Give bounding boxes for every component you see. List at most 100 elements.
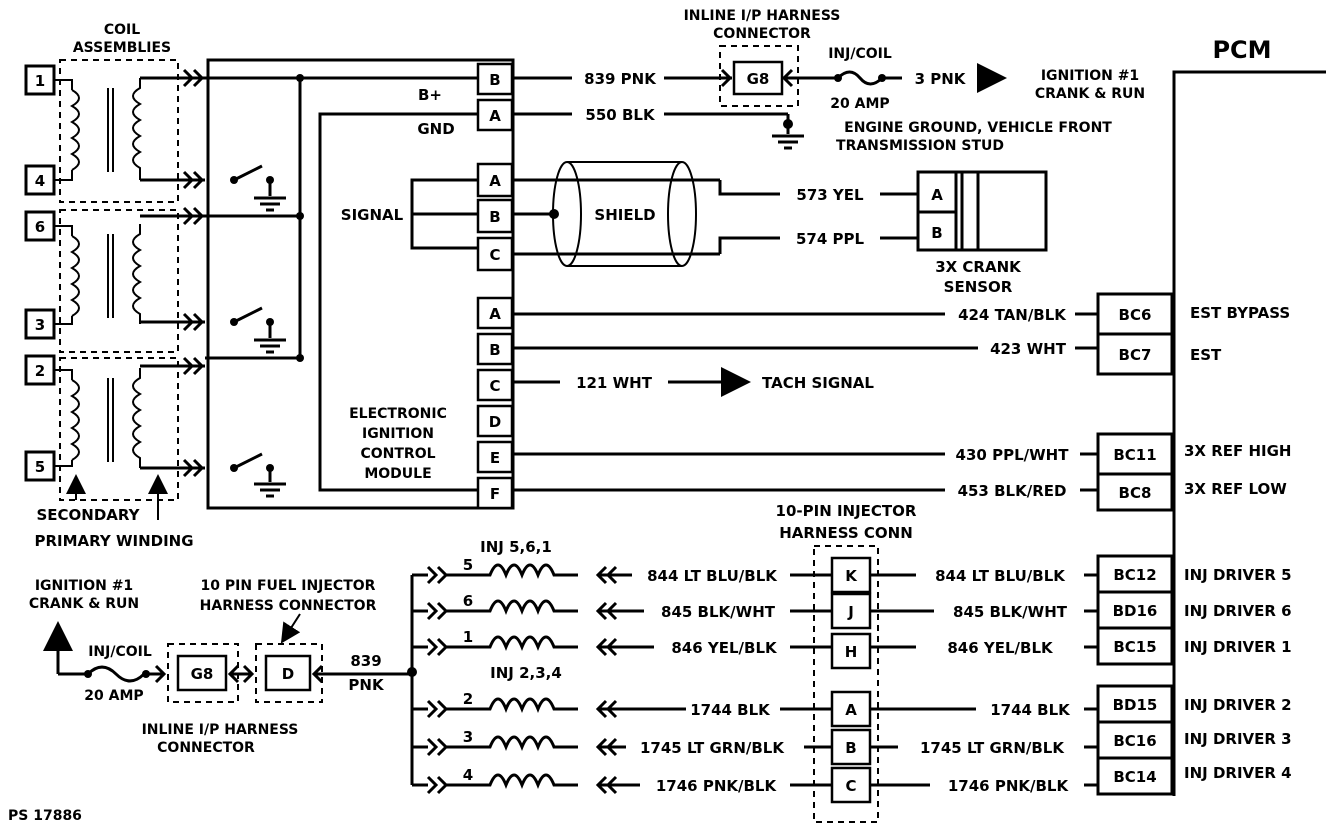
pcm-pin-bc11: BC11 (1113, 446, 1156, 464)
signal-label: SIGNAL (341, 206, 404, 224)
pcm-pin-bd16: BD16 (1113, 602, 1158, 620)
pcm-outline (1172, 70, 1326, 796)
ignition-top-1: IGNITION #1 (1041, 68, 1139, 84)
inline-harness-title-2: CONNECTOR (713, 26, 811, 42)
module-internals (205, 74, 478, 498)
coil-num-6: 6 (35, 218, 45, 236)
fuel-inline-label-1: INLINE I/P HARNESS (142, 722, 299, 738)
pcm-wire-1746: 1746 PNK/BLK (948, 777, 1070, 795)
coil-num-1: 1 (35, 72, 45, 90)
gnd-label: GND (417, 120, 454, 138)
pcm-label-inj4: INJ DRIVER 4 (1184, 764, 1292, 782)
inj-conn-pin-c: C (845, 777, 856, 795)
wire-550-label: 550 BLK (585, 106, 656, 124)
harness-pin-g8: G8 (747, 70, 770, 88)
pcm-label-inj3: INJ DRIVER 3 (1184, 730, 1292, 748)
inj-conn-pin-k: K (845, 567, 858, 585)
fuel-pin-g8: G8 (191, 665, 214, 683)
module-pin-b: B (489, 71, 500, 89)
injector-numbers: 5 6 1 2 3 4 (463, 556, 473, 784)
wire-423-label: 423 WHT (990, 340, 1067, 358)
ignition-top-2: CRANK & RUN (1035, 86, 1145, 102)
fuse-top-label-2: 20 AMP (830, 96, 889, 112)
injector-conn-dashed-box (813, 545, 879, 823)
fuel-conn-dashed-box (255, 643, 323, 703)
conn-to-pcm-wires (870, 573, 1098, 787)
primary-winding-label: PRIMARY WINDING (34, 532, 193, 550)
fuel-conn-label-2: HARNESS CONNECTOR (200, 598, 377, 614)
shield-label: SHIELD (594, 206, 655, 224)
pcm-pin-labels: EST BYPASS EST 3X REF HIGH 3X REF LOW IN… (1184, 304, 1292, 782)
wire-453-label: 453 BLK/RED (958, 482, 1067, 500)
pcm-pin-bc14: BC14 (1113, 768, 1156, 786)
coil-group-1 (59, 59, 179, 203)
inj-wire-1746: 1746 PNK/BLK (656, 777, 778, 795)
inj-num-5: 5 (463, 556, 473, 574)
coil-windings (54, 78, 143, 468)
inj-wire-844: 844 LT BLU/BLK (647, 567, 778, 585)
module-output-wires (512, 312, 1098, 492)
ground-label-1: ENGINE GROUND, VEHICLE FRONT (844, 120, 1112, 136)
out-pin-b: B (489, 341, 500, 359)
pcm-label-inj2: INJ DRIVER 2 (1184, 696, 1292, 714)
out-pin-e: E (490, 449, 500, 467)
inj-conn-pin-a: A (845, 701, 857, 719)
pcm-label-est-bypass: EST BYPASS (1190, 304, 1290, 322)
inj-num-1: 1 (463, 628, 473, 646)
pcm-label-inj5: INJ DRIVER 5 (1184, 566, 1292, 584)
inj-num-4: 4 (463, 766, 473, 784)
injector-conn-title-1: 10-PIN INJECTOR (776, 502, 917, 520)
inj-conn-pin-b: B (845, 739, 856, 757)
injector-conn-title-2: HARNESS CONN (779, 524, 913, 542)
fuel-wire-pnk: PNK (348, 676, 385, 694)
coil-num-2: 2 (35, 362, 45, 380)
pcm-wire-1744: 1744 BLK (990, 701, 1071, 719)
pcm-pin-bc7: BC7 (1119, 346, 1152, 364)
pcm-title: PCM (1212, 36, 1271, 64)
shield-cable (512, 161, 780, 267)
bplus-label: B+ (418, 86, 442, 104)
inj-conn-pin-h: H (845, 643, 858, 661)
pcm-wire-844: 844 LT BLU/BLK (935, 567, 1066, 585)
inj-num-3: 3 (463, 728, 473, 746)
wire-430-label: 430 PPL/WHT (956, 446, 1070, 464)
module-name-1: ELECTRONIC (349, 406, 447, 422)
inline-harness-dashed-box (719, 45, 799, 107)
injector-coils (407, 563, 686, 795)
ground-label-2: TRANSMISSION STUD (836, 138, 1004, 154)
pcm-wire-846: 846 YEL/BLK (947, 639, 1054, 657)
winding-labels: SECONDARY PRIMARY WINDING (34, 474, 194, 550)
coil-group-2 (59, 209, 179, 353)
fuel-feed-wiring (43, 613, 412, 692)
fuel-inline-label-2: CONNECTOR (157, 740, 255, 756)
ignition-control-module (206, 58, 515, 510)
inj-wire-845: 845 BLK/WHT (661, 603, 776, 621)
fuel-wire-839: 839 (350, 652, 381, 670)
pcm-pins: BC6 BC7 BC11 BC8 BC12 BD16 BC15 BD15 BC1… (1096, 292, 1174, 796)
injector-conn-pins: K J H A B C (830, 556, 872, 804)
pcm-pin-bd15: BD15 (1113, 696, 1158, 714)
pcm-label-3x-ref-high: 3X REF HIGH (1184, 442, 1292, 460)
secondary-label: SECONDARY (36, 506, 140, 524)
sensor-label-2: SENSOR (944, 278, 1013, 296)
inj-wire-846: 846 YEL/BLK (671, 639, 778, 657)
pcm-label-est: EST (1190, 346, 1222, 364)
inj-group2-label: INJ 2,3,4 (490, 664, 562, 682)
inj-num-6: 6 (463, 592, 473, 610)
out-pin-a: A (489, 305, 501, 323)
fuel-ign-label-2: CRANK & RUN (29, 596, 139, 612)
out-pin-d: D (489, 413, 501, 431)
sensor-label-1: 3X CRANK (935, 258, 1022, 276)
coil-num-3: 3 (35, 316, 45, 334)
fuel-fuse-label-1: INJ/COIL (88, 644, 152, 660)
coil-number-boxes: 1 4 6 3 2 5 (24, 64, 56, 482)
module-name-4: MODULE (364, 466, 431, 482)
signal-pin-b: B (489, 208, 500, 226)
pcm-pin-bc15: BC15 (1113, 638, 1156, 656)
fuel-conn-label-1: 10 PIN FUEL INJECTOR (201, 578, 376, 594)
module-pins: B A A B C A B C D E F (476, 62, 514, 510)
module-pin-a: A (489, 107, 501, 125)
sensor-pin-b: B (931, 224, 942, 242)
pcm-pin-bc8: BC8 (1119, 484, 1152, 502)
crank-sensor (916, 170, 1048, 252)
